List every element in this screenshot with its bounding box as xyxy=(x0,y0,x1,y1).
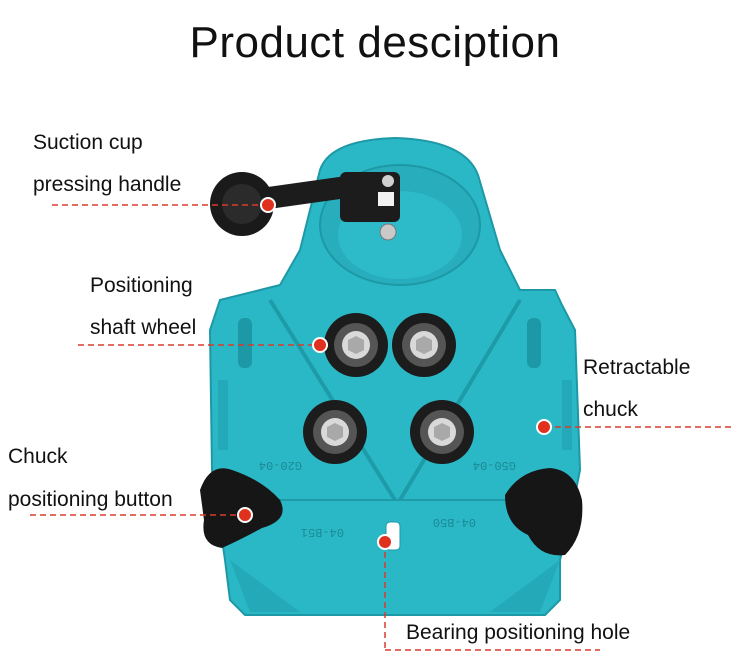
callout-lines xyxy=(30,204,735,651)
label-positioning-button: positioning button xyxy=(8,488,173,511)
engraving-3: G50-04 xyxy=(473,458,516,472)
engraved-markings: 04-B50 04-B51 G50-04 G20-04 xyxy=(259,458,516,539)
engraving-1: 04-B50 xyxy=(433,515,476,529)
wheel-bottom-right xyxy=(410,400,474,464)
dot-chuck xyxy=(237,507,253,523)
label-suction-cup: Suction cup xyxy=(33,131,143,154)
label-positioning: Positioning xyxy=(90,274,193,297)
label-retractable: Retractable xyxy=(583,356,691,379)
wheel-bottom-left xyxy=(303,400,367,464)
label-chuck: chuck xyxy=(583,398,638,421)
drill-guide-body xyxy=(208,136,582,616)
dot-shaft xyxy=(312,337,328,353)
suction-handle xyxy=(210,172,400,241)
callout-dots xyxy=(237,197,552,550)
wheel-top-left xyxy=(324,313,388,377)
dot-suction xyxy=(260,197,276,213)
dot-retract xyxy=(536,419,552,435)
label-shaft-wheel: shaft wheel xyxy=(90,316,197,339)
page-title: Product desciption xyxy=(189,18,561,67)
label-bearing-positioning-hole: Bearing positioning hole xyxy=(406,621,631,644)
label-pressing-handle: pressing handle xyxy=(33,173,182,196)
engraving-4: G20-04 xyxy=(259,458,302,472)
wheel-top-right xyxy=(392,313,456,377)
engraving-2: 04-B51 xyxy=(301,525,344,539)
dot-bearing xyxy=(377,534,393,550)
shaft-wheels xyxy=(303,313,474,464)
label-chuck-title: Chuck xyxy=(8,445,68,468)
